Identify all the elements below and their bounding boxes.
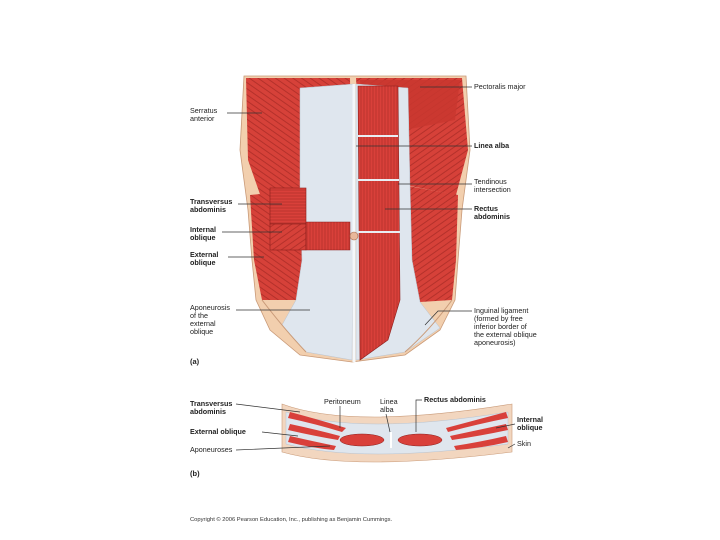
cs-label-aponeuroses: Aponeuroses (190, 445, 233, 454)
label-pectoralis: Pectoralis major (474, 82, 526, 91)
cs-rectus-left (340, 434, 384, 446)
cross-section-illustration (282, 404, 512, 462)
label-internal-2: oblique (190, 233, 216, 242)
cs-label-linea-2: alba (380, 405, 394, 414)
rectus-abdominis-right (358, 86, 400, 360)
label-linea-alba: Linea alba (474, 141, 510, 150)
panel-a-label: (a) (190, 357, 200, 366)
cs-label-internal-2: oblique (517, 423, 543, 432)
cs-rectus-right (398, 434, 442, 446)
svg-text:Inguinal ligament(formed by fr: Inguinal ligament(formed by freeinferior… (474, 306, 537, 347)
cs-label-skin: Skin (517, 439, 531, 448)
cs-label-rectus: Rectus abdominis (424, 395, 486, 404)
rectus-strip-left (306, 222, 350, 250)
cs-label-transversus-2: abdominis (190, 407, 226, 416)
torso-illustration (240, 76, 470, 362)
cs-label-peritoneum: Peritoneum (324, 397, 361, 406)
transversus-window (270, 188, 306, 224)
internal-oblique-window (270, 224, 306, 250)
label-external-2: oblique (190, 258, 216, 267)
label-serratus-2: anterior (190, 114, 215, 123)
label-tendinous-2: intersection (474, 185, 511, 194)
cs-label-external: External oblique (190, 427, 246, 436)
label-rectus-2: abdominis (474, 212, 510, 221)
label-transversus-2: abdominis (190, 205, 226, 214)
umbilicus (350, 232, 358, 240)
label-aponeurosis-4: oblique (190, 327, 213, 336)
panel-b-label: (b) (190, 469, 200, 478)
label-inguinal-5: aponeurosis) (474, 338, 516, 347)
copyright-notice: Copyright © 2006 Pearson Education, Inc.… (190, 516, 393, 523)
